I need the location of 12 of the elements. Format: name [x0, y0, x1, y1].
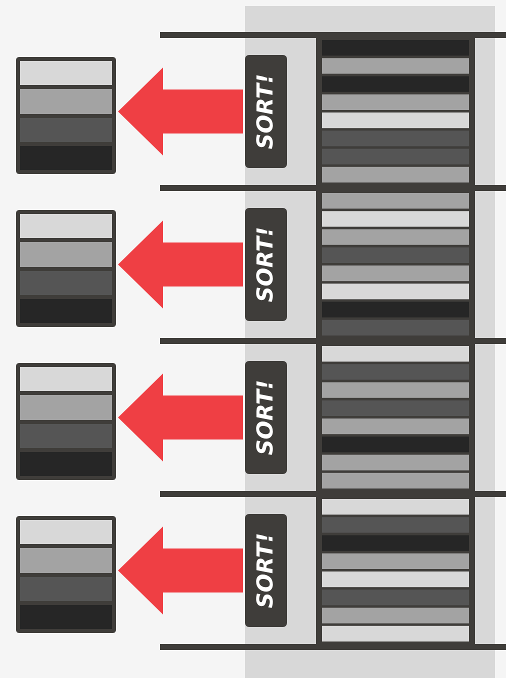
label-badge: SORT!: [245, 514, 287, 627]
arrow: [118, 526, 243, 614]
label-badge: SORT!: [245, 361, 287, 474]
sorted-stack: [16, 363, 116, 480]
sorted-stack: [16, 210, 116, 327]
arrow: [118, 68, 243, 156]
sorted-stack: [16, 57, 116, 174]
arrow: [118, 220, 243, 308]
label-badge: SORT!: [245, 208, 287, 321]
label-badge: SORT!: [245, 55, 287, 168]
sorted-stack: [16, 516, 116, 633]
arrow: [118, 374, 243, 462]
